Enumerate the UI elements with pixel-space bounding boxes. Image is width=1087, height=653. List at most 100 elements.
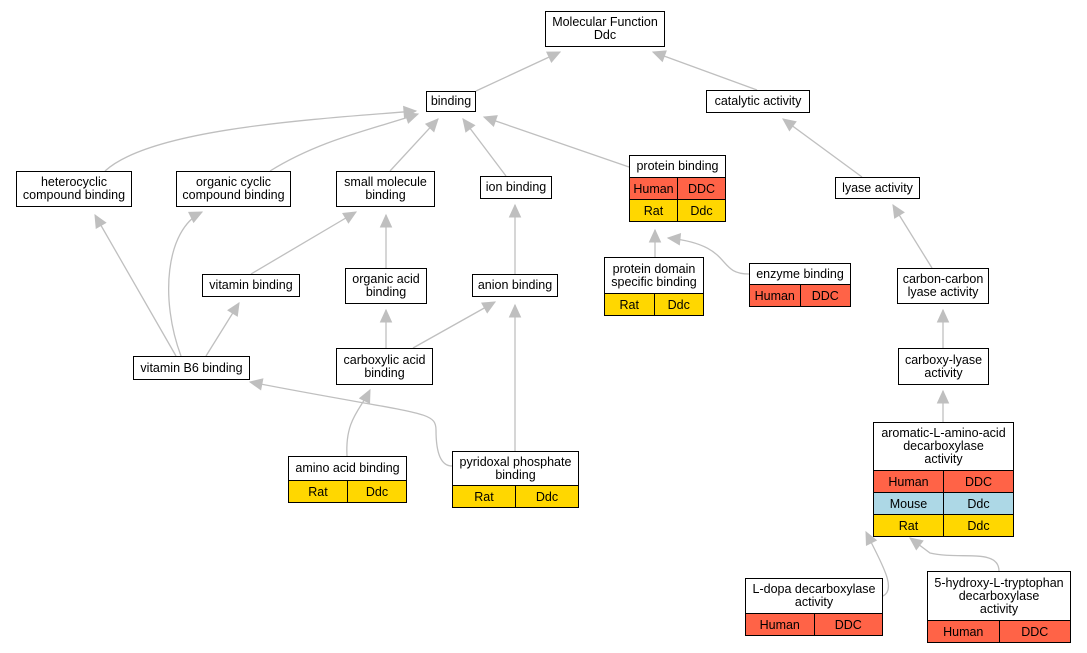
annotation-row-rat: Rat Ddc <box>874 514 1013 536</box>
gene-cell: Ddc <box>677 200 725 221</box>
arrowhead-carboxylic_acid_binding-to-anion_binding <box>481 301 497 314</box>
node-organic-acid-binding[interactable]: organic acid binding <box>345 268 427 304</box>
node-label: organic acid binding <box>352 272 420 299</box>
node-label: binding <box>430 94 472 108</box>
node-label: L-dopa decarboxylase activity <box>752 582 876 609</box>
species-cell: Rat <box>643 203 664 218</box>
gene-cell: Ddc <box>943 515 1013 536</box>
species-cell: Rat <box>619 297 639 312</box>
arrowhead-lyase_activity-to-catalytic_activity <box>782 118 797 132</box>
annotation-row-rat: Rat Ddc <box>605 293 703 315</box>
arrowhead-vitamin_b6_binding-to-heterocyclic_compound_binding <box>94 213 107 229</box>
node-anion-binding[interactable]: anion binding <box>472 274 558 297</box>
node-carbon-carbon-lyase-activity[interactable]: carbon-carbon lyase activity <box>897 268 989 304</box>
edge-vitamin_b6_binding-to-organic_cyclic_compound_binding <box>168 211 203 357</box>
node-molecular-function[interactable]: Molecular Function Ddc <box>545 11 665 47</box>
node-heterocyclic-compound-binding[interactable]: heterocyclic compound binding <box>16 171 132 207</box>
node-vitamin-binding[interactable]: vitamin binding <box>202 274 300 297</box>
arrowhead-carboxylic_acid_binding-to-organic_acid_binding <box>379 308 393 323</box>
node-label: small molecule binding <box>344 175 427 202</box>
node-label: anion binding <box>477 278 553 292</box>
gene-cell: Ddc <box>515 486 578 507</box>
node-organic-cyclic-compound-binding[interactable]: organic cyclic compound binding <box>176 171 291 207</box>
arrowhead-pyridoxal_phosphate_binding-to-vitamin_b6_binding <box>248 378 264 391</box>
arrowhead-l_dopa_decarboxylase_activity-to-aromatic_l_amino_acid_decarboxylase_activity <box>865 530 878 546</box>
edge-vitamin_b6_binding-to-heterocyclic_compound_binding <box>94 214 177 357</box>
gene-cell: DDC <box>799 285 851 306</box>
gene-cell: Ddc <box>943 493 1013 514</box>
arrowhead-5_hydroxy_l_tryptophan_decarboxylase_activity-to-aromatic_l_amino_acid_decarboxylase_activity <box>909 537 924 551</box>
arrowhead-amino_acid_binding-to-carboxylic_acid_binding <box>358 388 371 404</box>
gene-cell: DDC <box>998 621 1071 642</box>
node-label: carboxy-lyase activity <box>904 352 983 380</box>
annotation-row-human: Human DDC <box>746 613 882 635</box>
node-label: vitamin B6 binding <box>140 360 243 375</box>
annotation-row-rat: Rat Ddc <box>630 199 725 221</box>
node-5-hydroxy-l-tryptophan-decarboxylase-activity[interactable]: 5-hydroxy-L-tryptophan decarboxylase act… <box>927 571 1071 643</box>
node-carboxy-lyase-activity[interactable]: carboxy-lyase activity <box>898 348 989 385</box>
node-catalytic-activity[interactable]: catalytic activity <box>706 90 810 113</box>
annotation-row-mouse: Mouse Ddc <box>874 492 1013 514</box>
species-cell: Human <box>759 617 800 632</box>
species-cell: Rat <box>898 518 919 533</box>
edge-organic_cyclic_compound_binding-to-binding <box>269 113 419 172</box>
node-label: carbon-carbon lyase activity <box>902 272 984 299</box>
node-label: enzyme binding <box>756 266 844 281</box>
species-cell: Human <box>888 474 929 489</box>
edge-vitamin_binding-to-small_molecule_binding <box>250 211 357 275</box>
node-label: ion binding <box>485 180 547 194</box>
node-lyase-activity[interactable]: lyase activity <box>835 177 920 199</box>
arrowhead-vitamin_b6_binding-to-vitamin_binding <box>227 301 240 317</box>
edge-heterocyclic_compound_binding-to-binding <box>104 110 417 172</box>
gene-cell: DDC <box>813 614 883 635</box>
node-label: amino acid binding <box>295 461 400 475</box>
arrowhead-vitamin_b6_binding-to-organic_cyclic_compound_binding <box>188 211 204 224</box>
gene-cell: DDC <box>677 178 725 199</box>
arrowhead-enzyme_binding-to-protein_binding <box>666 233 682 246</box>
arrowhead-protein_binding-to-binding <box>482 115 498 128</box>
node-label: lyase activity <box>842 180 913 195</box>
species-cell: Human <box>943 624 984 639</box>
node-label: organic cyclic compound binding <box>182 175 285 202</box>
node-aromatic-l-amino-acid-decarboxylase-activity[interactable]: aromatic-L-amino-acid decarboxylase acti… <box>873 422 1014 537</box>
node-small-molecule-binding[interactable]: small molecule binding <box>336 171 435 207</box>
arrowhead-ion_binding-to-binding <box>462 118 476 133</box>
node-label: pyridoxal phosphate binding <box>459 454 572 482</box>
node-label: catalytic activity <box>714 94 802 108</box>
species-cell: Mouse <box>889 496 928 511</box>
arrowhead-pyridoxal_phosphate_binding-to-anion_binding <box>508 303 522 318</box>
edge-pyridoxal_phosphate_binding-to-vitamin_b6_binding <box>249 381 453 467</box>
node-binding[interactable]: binding <box>426 91 476 112</box>
arrowhead-vitamin_binding-to-small_molecule_binding <box>342 211 358 224</box>
edge-enzyme_binding-to-protein_binding <box>667 237 750 275</box>
edge-l_dopa_decarboxylase_activity-to-aromatic_l_amino_acid_decarboxylase_activity <box>865 531 890 597</box>
node-label: protein binding <box>636 159 719 173</box>
arrowhead-protein_domain_specific_binding-to-protein_binding <box>648 228 662 243</box>
annotation-row-rat: Rat Ddc <box>453 485 578 507</box>
species-cell: Rat <box>474 489 494 504</box>
edge-carboxylic_acid_binding-to-anion_binding <box>412 301 496 349</box>
node-vitamin-b6-binding[interactable]: vitamin B6 binding <box>133 356 250 380</box>
species-cell: Human <box>754 288 795 303</box>
arrowhead-carbon_carbon_lyase_activity-to-lyase_activity <box>892 203 905 219</box>
node-label: 5-hydroxy-L-tryptophan decarboxylase act… <box>934 575 1064 616</box>
node-carboxylic-acid-binding[interactable]: carboxylic acid binding <box>336 348 433 385</box>
species-cell: Human <box>633 181 674 196</box>
arrowhead-aromatic_l_amino_acid_decarboxylase_activity-to-carboxy_lyase_activity <box>936 389 950 404</box>
gene-cell: Ddc <box>653 294 704 315</box>
node-label: Molecular Function Ddc <box>552 15 658 42</box>
edge-catalytic_activity-to-molecular_function <box>652 51 758 91</box>
arrowhead-binding-to-molecular_function <box>546 51 562 63</box>
edge-5_hydroxy_l_tryptophan_decarboxylase_activity-to-aromatic_l_amino_acid_decarboxylase_activity <box>909 537 1000 572</box>
node-ion-binding[interactable]: ion binding <box>480 176 552 199</box>
arrowhead-carboxy_lyase_activity-to-carbon_carbon_lyase_activity <box>936 308 950 323</box>
